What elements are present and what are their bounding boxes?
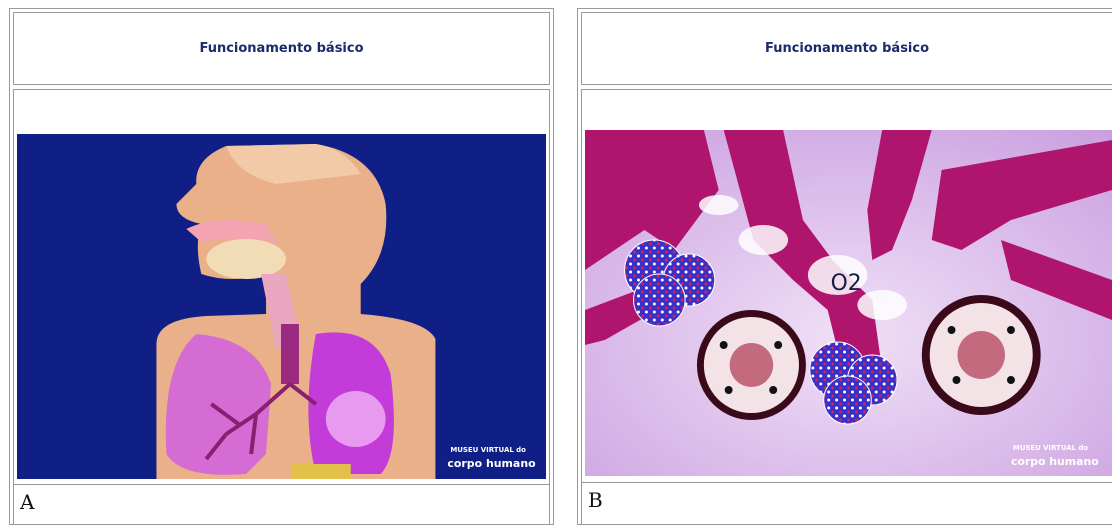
panel-a-content: MUSEU VIRTUAL do corpo humano A: [13, 89, 550, 524]
panel-b-caption: B: [588, 488, 603, 512]
watermark-line2-b: corpo humano: [1011, 455, 1099, 468]
panel-b-header: Funcionamento básico: [581, 12, 1112, 85]
panel-b-title: Funcionamento básico: [582, 41, 1112, 56]
watermark-line1-a: MUSEU VIRTUAL do: [450, 446, 526, 454]
panel-a-title: Funcionamento básico: [14, 41, 549, 56]
figure-panel-b: Funcionamento básico: [577, 8, 1112, 525]
caption-divider-b: [582, 482, 1112, 483]
o2-label: O2: [831, 271, 862, 296]
watermark-line2-a: corpo humano: [447, 457, 536, 470]
figure-panel-a: Funcionamento básico: [9, 8, 554, 525]
panel-a-caption: A: [20, 490, 34, 514]
alveoli-illustration: O2: [585, 130, 1112, 476]
panel-a-header: Funcionamento básico: [13, 12, 550, 85]
respiratory-system-illustration: MUSEU VIRTUAL do corpo humano: [17, 134, 546, 479]
watermark-line1-b: MUSEU VIRTUAL do: [1013, 444, 1088, 452]
caption-divider-a: [14, 484, 549, 485]
panel-b-content: O2: [581, 89, 1112, 524]
